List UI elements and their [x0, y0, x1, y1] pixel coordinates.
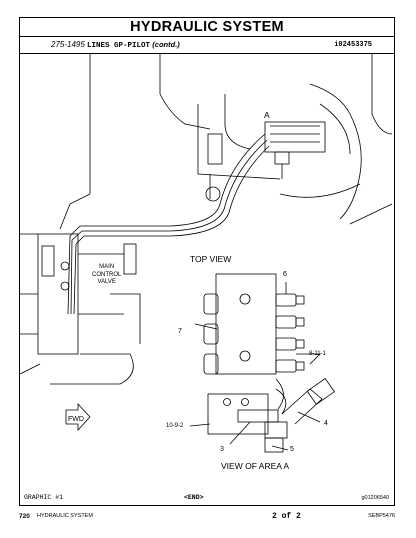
fwd-label: FWD	[68, 416, 84, 423]
graphic-label: GRAPHIC #1	[24, 494, 64, 501]
section-name: HYDRAULIC SYSTEM	[37, 513, 93, 519]
main-control-valve-label: MAIN CONTROL VALVE	[92, 264, 121, 287]
graphic-id: g01206540	[361, 495, 389, 501]
page-title: HYDRAULIC SYSTEM	[20, 18, 394, 37]
page-of-indicator: 2 of 2	[272, 512, 301, 521]
end-marker: <END>	[184, 494, 204, 501]
callout-10-9-2: 10-9-2	[166, 423, 184, 429]
top-view-label: TOP VIEW	[190, 254, 232, 264]
reference-number: i02453375	[334, 41, 372, 49]
callout-8-11-1: 8-11-1	[309, 351, 326, 357]
main-control-valve-line-3: VALVE	[97, 279, 116, 285]
schematic-header: 275-1495 LINES GP-PILOT (contd.) i024533…	[20, 37, 394, 54]
area-a-label: A	[264, 110, 270, 120]
document-number: SEBP5476	[368, 513, 395, 519]
main-control-valve-line-2: CONTROL	[92, 271, 122, 278]
page-number: 720	[19, 513, 30, 520]
forward-arrow-icon	[65, 402, 91, 432]
callout-7: 7	[178, 328, 182, 335]
callout-4: 4	[324, 420, 328, 427]
hydraulic-line-drawing	[20, 54, 393, 453]
view-area-a-label: VIEW OF AREA A	[221, 461, 290, 471]
schematic-continued: (contd.)	[152, 40, 180, 49]
page-footer: 720 HYDRAULIC SYSTEM 2 of 2 SEBP5476	[19, 512, 395, 525]
callout-6: 6	[283, 271, 287, 278]
page-frame: HYDRAULIC SYSTEM 275-1495 LINES GP-PILOT…	[19, 17, 395, 506]
callout-3: 3	[220, 446, 224, 453]
main-control-valve-line-1: MAIN	[99, 264, 115, 270]
callout-5: 5	[290, 446, 294, 453]
schematic-description: LINES GP-PILOT	[87, 42, 151, 50]
schematic-number: 275-1495	[51, 40, 85, 49]
